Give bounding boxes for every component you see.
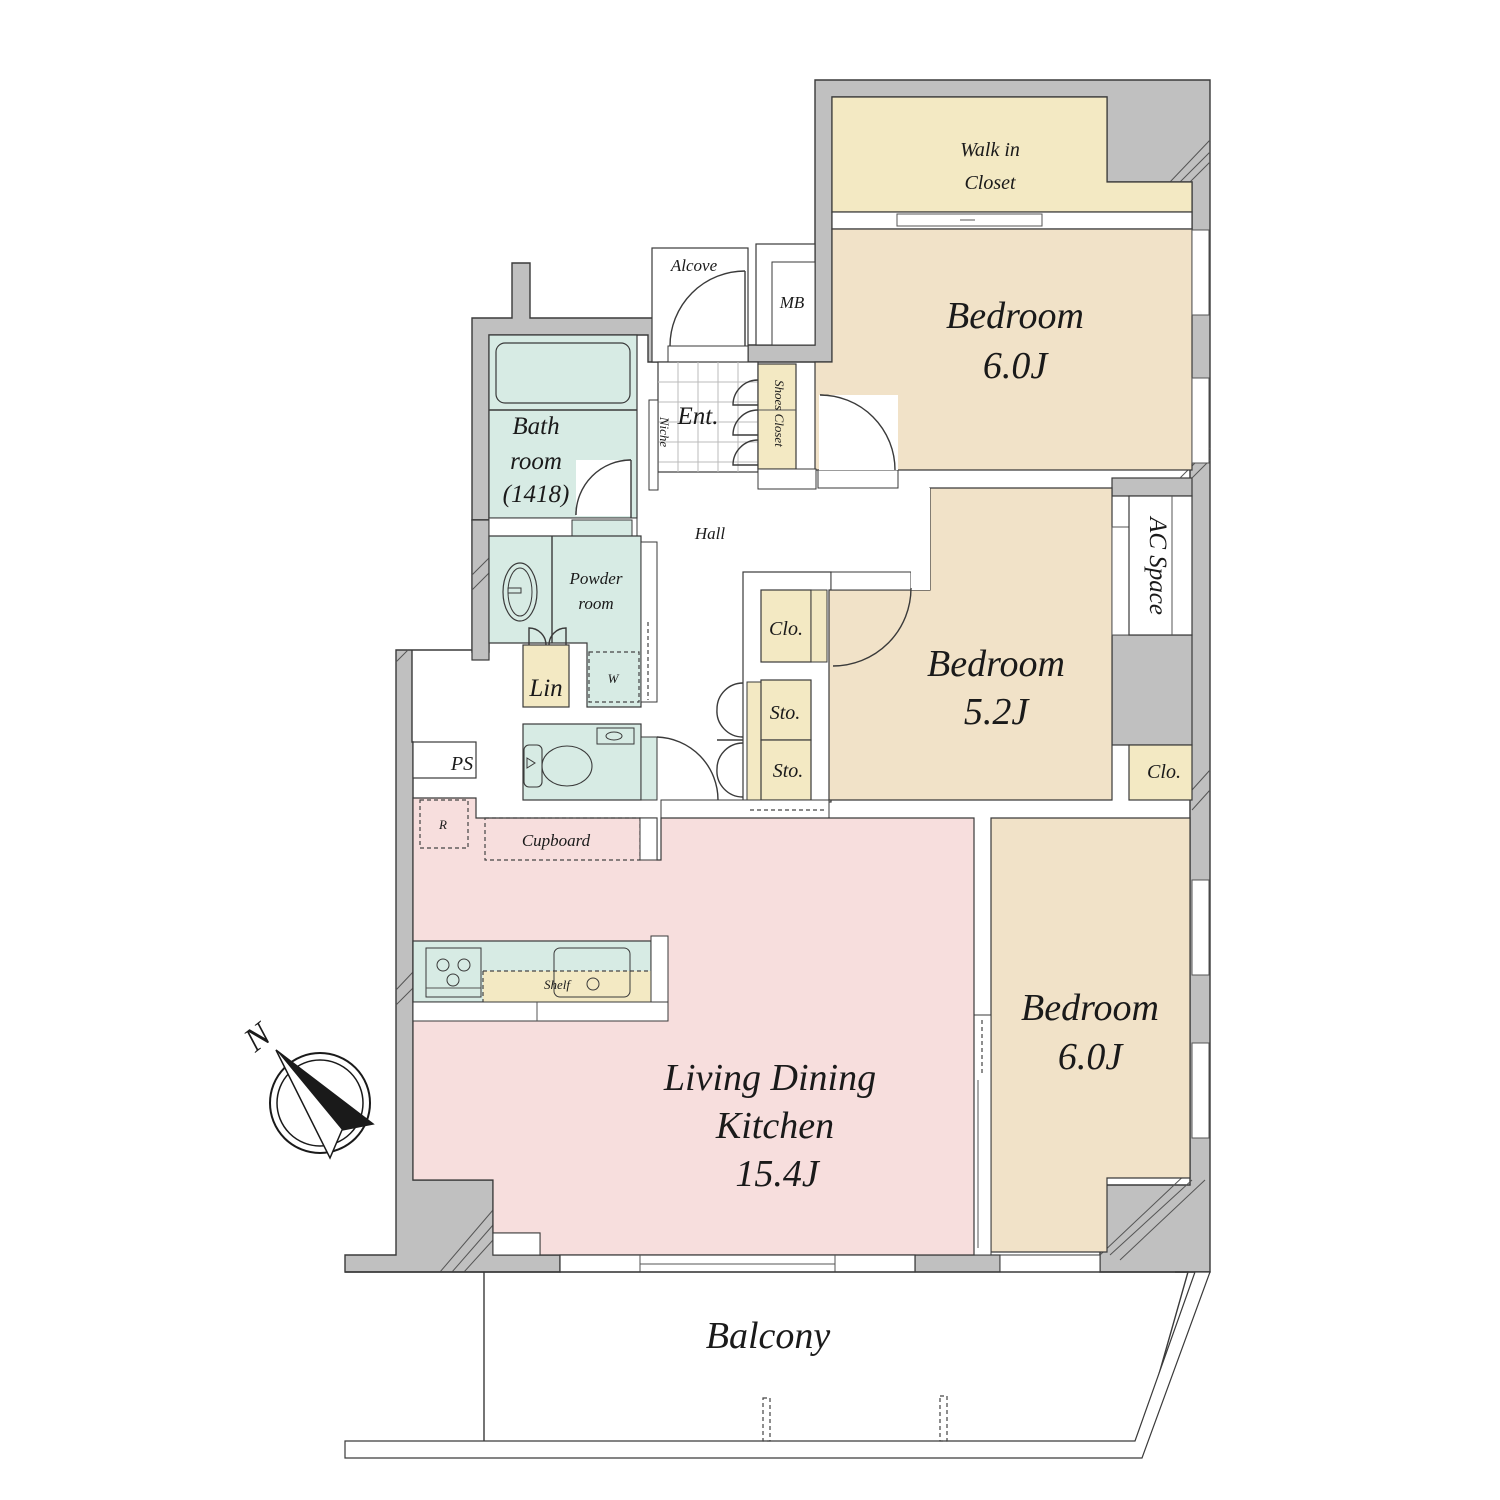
hall-label: Hall [694, 524, 726, 543]
washer-label: W [608, 671, 620, 686]
ldk-label-1: Living Dining [663, 1057, 876, 1099]
ps-label: PS [450, 753, 473, 775]
bedroom-3-size: 6.0J [1058, 1036, 1125, 1078]
storage-1-label: Sto. [770, 702, 801, 724]
walk-in-closet-label-2: Closet [964, 172, 1016, 194]
shelf-label: Shelf [544, 977, 572, 992]
walk-in-closet-label-1: Walk in [960, 139, 1020, 161]
wall-ac-top [1111, 477, 1193, 497]
toilet-room [522, 723, 642, 801]
wall-ac-column [1111, 634, 1193, 746]
niche-label: Niche [657, 416, 672, 448]
mb-label: MB [779, 293, 805, 312]
sink-icon [502, 562, 538, 622]
north-arrow-compass: N [237, 1015, 375, 1160]
wall-south-mid [914, 1254, 1001, 1273]
shoes-closet[interactable] [757, 363, 797, 470]
kitchen-counter [412, 935, 669, 1022]
alcove-door[interactable] [669, 270, 746, 347]
bedroom-1-windows[interactable] [1191, 229, 1210, 464]
bedroom-2-name: Bedroom [927, 643, 1065, 685]
shoes-closet-doors[interactable] [732, 379, 759, 466]
refrigerator-label: R [438, 817, 447, 832]
ac-space-label: AC Space [1144, 515, 1171, 615]
balcony [344, 1271, 1211, 1459]
bedroom-2-window[interactable] [1111, 526, 1130, 636]
bedroom-3-name: Bedroom [1021, 987, 1159, 1029]
powder-room-area [488, 535, 642, 708]
shoes-closet-label: Shoes Closet [772, 380, 787, 447]
compass-north-label: N [237, 1015, 280, 1060]
ac-space [1128, 495, 1193, 636]
entrance-label: Ent. [677, 403, 719, 430]
refrigerator-space [419, 799, 469, 849]
wall-stub [471, 519, 490, 661]
powder-room-label-2: room [578, 594, 613, 613]
linen-closet[interactable] [522, 644, 570, 708]
storage-2[interactable] [760, 739, 812, 801]
closet-bedroom-3-label: Clo. [1147, 761, 1181, 783]
bedroom-1-size: 6.0J [983, 345, 1050, 387]
ldk-size: 15.4J [735, 1153, 821, 1195]
closet-bedroom-2[interactable] [760, 589, 812, 663]
closet-bedroom-2-label: Clo. [769, 618, 803, 640]
bedroom-2-door[interactable] [832, 587, 912, 667]
linen-closet-doors[interactable] [528, 627, 567, 646]
hand-basin-icon [596, 727, 635, 745]
storage-frame [746, 681, 762, 801]
ldk-label-2: Kitchen [715, 1105, 834, 1147]
toilet-icon [523, 744, 593, 788]
storage-1[interactable] [760, 679, 812, 741]
kitchen-sink-icon [553, 947, 631, 998]
powder-room-label-1: Powder [569, 569, 623, 588]
bedroom-1-door[interactable] [817, 394, 899, 489]
alcove-label: Alcove [670, 256, 718, 275]
bathroom-label-3: (1418) [503, 481, 570, 508]
pipe-space [412, 741, 477, 779]
stove-icon [425, 947, 482, 998]
wall-hatches [395, 139, 1211, 1273]
cupboard-label: Cupboard [522, 831, 591, 850]
bathroom-label-1: Bath [512, 413, 559, 440]
closet-bedroom-3[interactable] [1128, 744, 1193, 801]
bedroom-2-size: 5.2J [964, 691, 1031, 733]
niche [648, 399, 659, 491]
bathtub [495, 342, 631, 404]
bathroom-label-2: room [510, 448, 562, 475]
storage-2-label: Sto. [773, 760, 804, 782]
balcony-label: Balcony [706, 1315, 831, 1357]
alcove-area [651, 247, 749, 363]
washer-space [588, 651, 640, 703]
storage-doors[interactable] [716, 682, 744, 798]
toilet-door[interactable] [656, 736, 719, 801]
linen-label: Lin [528, 675, 562, 702]
ldk-area [412, 797, 975, 1256]
bedroom-1-name: Bedroom [946, 295, 1084, 337]
